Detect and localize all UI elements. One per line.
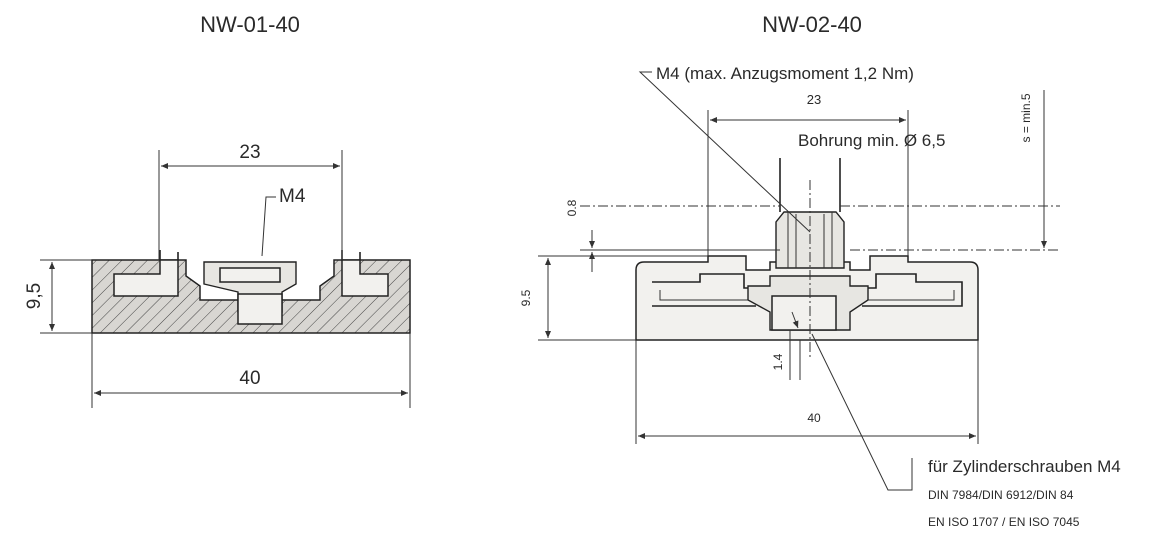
right-title: NW-02-40 [762,12,862,37]
right-screw-note: für Zylinderschrauben M4 [928,457,1121,476]
right-dim-23-label: 23 [807,92,821,107]
right-dim-08-label: 0.8 [565,199,579,216]
left-dim-40-label: 40 [239,368,260,389]
left-title: NW-01-40 [200,12,300,37]
right-bore-tube [779,158,841,212]
right-standard-2: EN ISO 1707 / EN ISO 7045 [928,515,1080,529]
right-dim-40-label: 40 [807,411,821,425]
left-nut-core [219,267,281,283]
drawing-nw-02-40: NW-02-40 23 M4 (max. Anzugsmoment 1,2 Nm… [519,12,1121,529]
right-dim-height-label: 9.5 [519,289,533,306]
right-thread-note: M4 (max. Anzugsmoment 1,2 Nm) [656,64,914,83]
right-bore-note: Bohrung min. Ø 6,5 [798,131,945,150]
right-dim-14-line [791,311,799,329]
left-top-clips [159,250,361,260]
left-dim-23-label: 23 [239,142,260,163]
right-dim-s-label: s = min.5 [1019,93,1033,142]
right-inner-slot [659,290,955,301]
right-screw-leader [811,333,913,491]
right-dim-14-label: 1.4 [771,353,785,370]
right-thread-leader [638,71,811,233]
right-standard-1: DIN 7984/DIN 6912/DIN 84 [928,488,1074,502]
drawing-nw-01-40: NW-01-40 23 M4 9,5 40 [24,12,411,408]
left-m4-label: M4 [279,186,306,207]
right-boss-thread-lines [787,212,833,268]
right-nut-center [771,295,837,331]
left-dim-height-label: 9,5 [24,283,45,309]
left-m4-leader [261,196,276,257]
left-nut-center [237,293,283,325]
right-inner-channel [652,273,963,307]
